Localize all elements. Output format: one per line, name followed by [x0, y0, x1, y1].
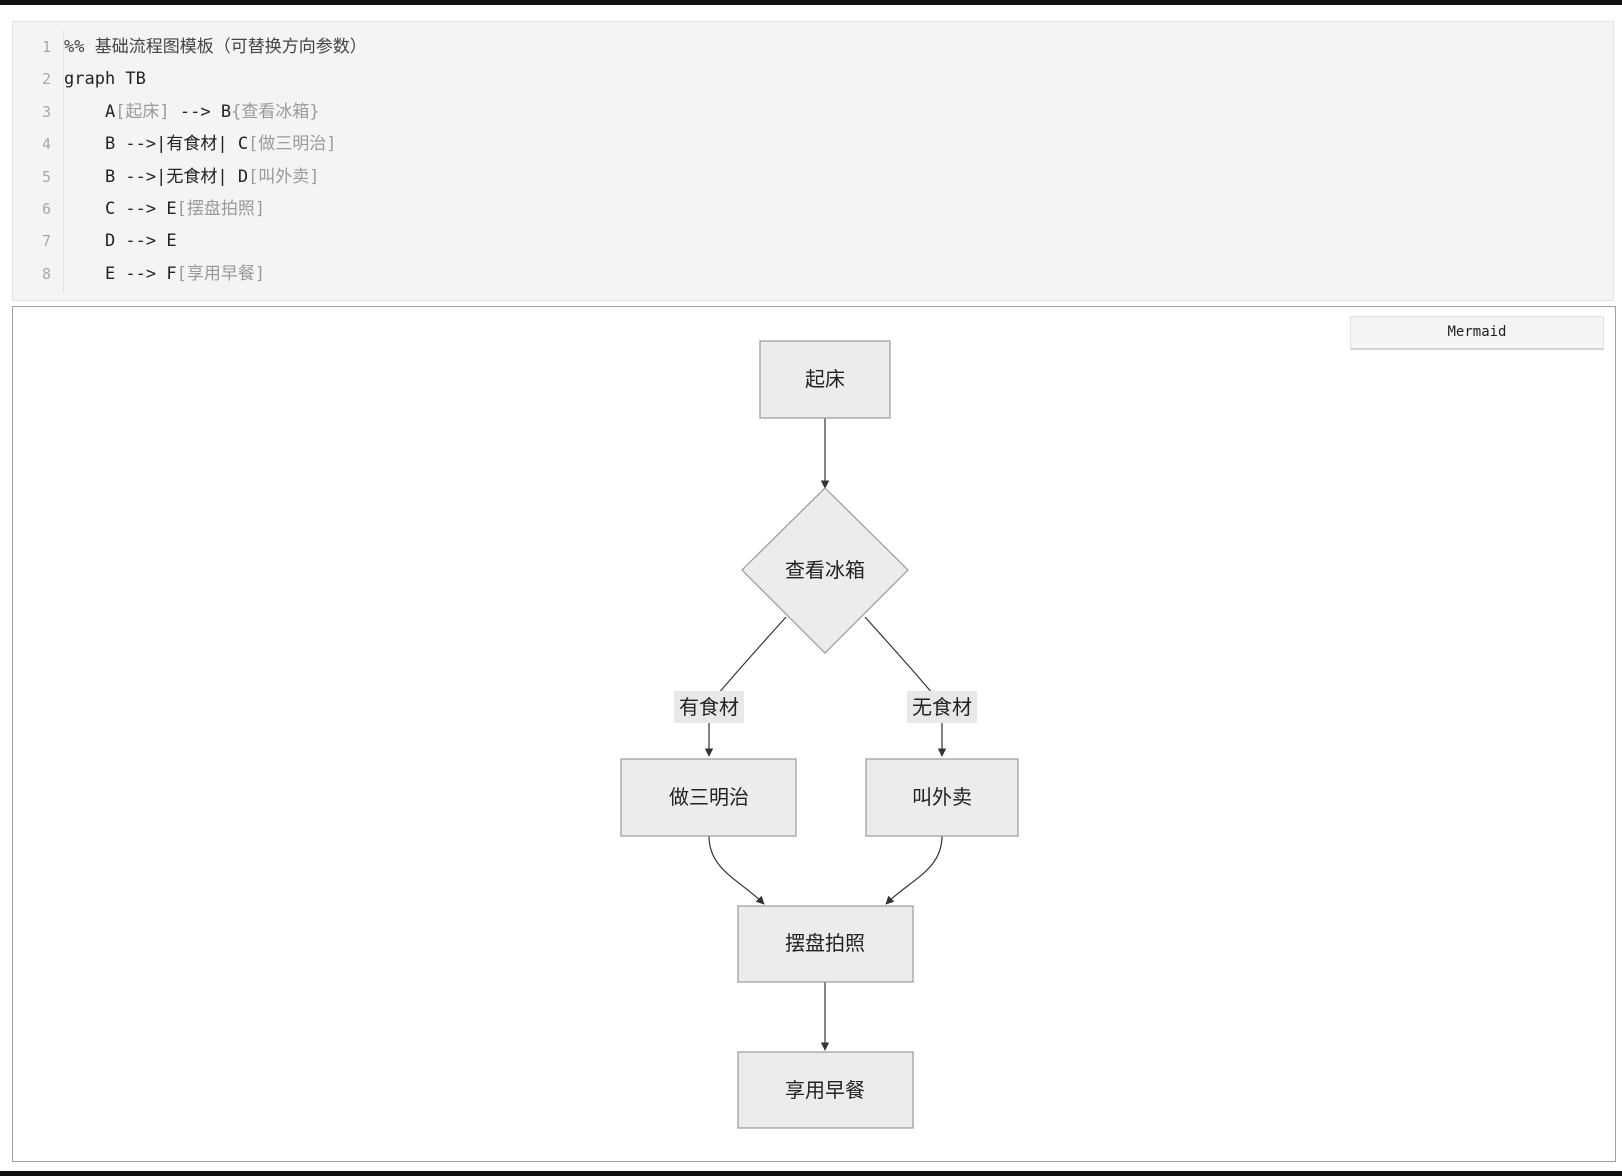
svg-text:查看冰箱: 查看冰箱	[785, 558, 865, 582]
code-token: [叫外卖]	[248, 166, 320, 187]
code-token: graph TB	[64, 69, 146, 90]
line-number: 5	[41, 167, 51, 186]
code-token: E --> F	[64, 263, 177, 284]
code-token: [起床]	[115, 101, 170, 122]
code-text: A[起床] --> B{查看冰箱}	[64, 97, 320, 127]
code-token: A	[64, 101, 116, 122]
code-text: D --> E	[64, 226, 177, 256]
top-border	[0, 0, 1622, 5]
code-text: %% 基础流程图模板（可替换方向参数）	[64, 32, 367, 62]
code-text: graph TB	[64, 64, 146, 94]
code-text: C --> E[摆盘拍照]	[64, 194, 265, 224]
line-number: 1	[41, 38, 51, 56]
edge-label-no-ingredients: 无食材	[907, 691, 977, 723]
code-token: B -->|无食材| D	[64, 166, 249, 187]
line-number: 6	[41, 200, 51, 218]
node-make-sandwich: 做三明治	[620, 758, 797, 837]
svg-text:做三明治: 做三明治	[669, 785, 749, 809]
code-token: D --> E	[64, 231, 177, 252]
code-line: 6 C --> E[摆盘拍照]	[13, 194, 1603, 224]
code-token: [做三明治]	[248, 134, 337, 155]
code-token: [摆盘拍照]	[176, 199, 266, 219]
edge-c-e	[708, 835, 765, 905]
svg-text:有食材: 有食材	[679, 695, 739, 719]
code-text: B -->|有食材| C[做三明治]	[64, 129, 337, 159]
edge-label-has-ingredients: 有食材	[674, 691, 744, 723]
code-token: --> B	[169, 101, 232, 122]
gutter-divider	[63, 30, 64, 292]
code-token: %%	[64, 37, 95, 57]
code-token: 基础流程图模板（可替换方向参数）	[94, 37, 367, 57]
code-token: C --> E	[64, 199, 177, 219]
svg-text:叫外卖: 叫外卖	[912, 785, 972, 809]
line-number: 3	[41, 102, 51, 121]
code-token: B -->|有食材| C	[64, 134, 249, 155]
diagram-preview	[12, 306, 1616, 1162]
line-number: 2	[41, 70, 51, 89]
node-enjoy-breakfast: 享用早餐	[737, 1051, 914, 1129]
node-plate-and-photo: 摆盘拍照	[737, 905, 914, 983]
node-check-fridge: 查看冰箱	[741, 487, 909, 654]
code-text: E --> F[享用早餐]	[64, 259, 265, 289]
edge-b-c	[717, 616, 787, 695]
code-line: 5 B -->|无食材| D[叫外卖]	[13, 162, 1603, 192]
code-token: {查看冰箱}	[231, 101, 320, 122]
node-get-up: 起床	[759, 340, 891, 419]
svg-text:享用早餐: 享用早餐	[785, 1078, 865, 1102]
bottom-border	[0, 1171, 1622, 1176]
code-line: 8 E --> F[享用早餐]	[13, 259, 1603, 289]
svg-text:起床: 起床	[805, 367, 845, 391]
code-text: B -->|无食材| D[叫外卖]	[64, 162, 320, 192]
line-number: 8	[41, 264, 51, 283]
code-token: [享用早餐]	[176, 263, 266, 284]
svg-text:无食材: 无食材	[912, 695, 972, 719]
code-line: 1%% 基础流程图模板（可替换方向参数）	[13, 32, 1603, 62]
code-line: 4 B -->|有食材| C[做三明治]	[13, 129, 1603, 159]
code-line: 3 A[起床] --> B{查看冰箱}	[13, 97, 1603, 127]
line-number: 7	[41, 232, 51, 251]
code-line: 7 D --> E	[13, 226, 1603, 256]
edge-b-d	[864, 616, 934, 695]
code-line: 2 graph TB	[13, 64, 1603, 94]
mermaid-badge-button[interactable]: Mermaid	[1350, 316, 1604, 350]
edge-d-e	[885, 835, 943, 905]
node-order-takeout: 叫外卖	[865, 758, 1019, 837]
svg-text:摆盘拍照: 摆盘拍照	[785, 931, 865, 955]
line-number: 4	[41, 135, 51, 154]
